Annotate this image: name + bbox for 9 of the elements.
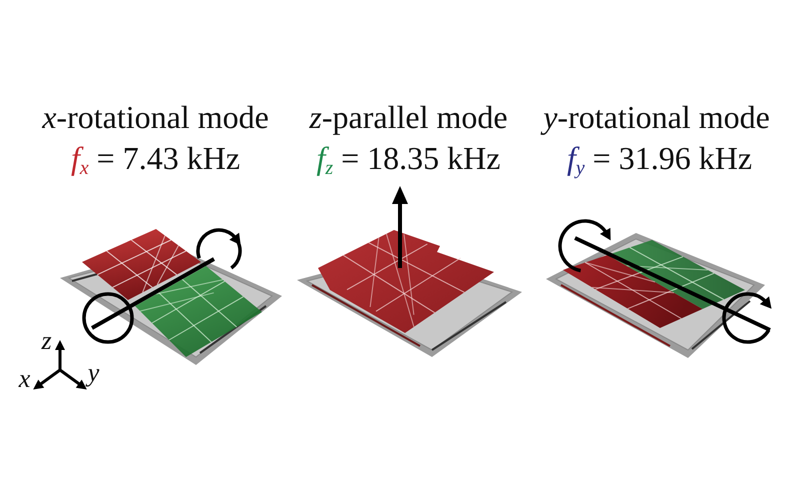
axis-label: y [84, 357, 100, 389]
frequency-label: f$_{x}$ = 7.43 kHz [70, 139, 242, 181]
axis-label: z [40, 325, 53, 357]
axis-label: x [18, 363, 32, 395]
mode-title: x-rotational mode [40, 98, 270, 137]
mode-title: y-rotational mode [539, 98, 773, 140]
mode-title: z-parallel mode [308, 98, 509, 137]
frequency-label: f$_{z}$ = 18.35 kHz [316, 139, 502, 181]
frequency-label: f$_{y}$ = 31.96 kHz [566, 139, 754, 181]
